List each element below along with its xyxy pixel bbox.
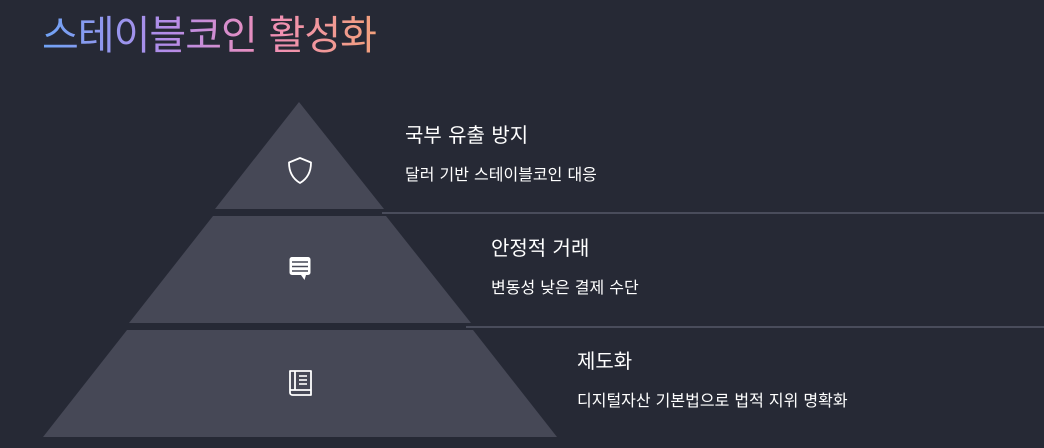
tier-3-title: 제도화	[577, 349, 633, 373]
tier-3-description: 디지털자산 기본법으로 법적 지위 명확화	[577, 391, 848, 410]
shield-icon	[288, 157, 312, 184]
tier-2-title: 안정적 거래	[491, 236, 590, 260]
pyramid-tier-top	[215, 102, 384, 209]
tier-1-title: 국부 유출 방지	[405, 123, 529, 147]
tier-2-text: 안정적 거래 변동성 낮은 결제 수단	[491, 235, 639, 299]
book-icon	[289, 370, 312, 396]
tier-1-text: 국부 유출 방지 달러 기반 스테이블코인 대응	[405, 122, 597, 186]
page-title: 스테이블코인 활성화	[42, 8, 377, 64]
tier-3-text: 제도화 디지털자산 기본법으로 법적 지위 명확화	[577, 348, 848, 412]
tier-2-description: 변동성 낮은 결제 수단	[491, 278, 639, 297]
tier-1-description: 달러 기반 스테이블코인 대응	[405, 165, 597, 184]
message-list-icon	[289, 257, 311, 280]
